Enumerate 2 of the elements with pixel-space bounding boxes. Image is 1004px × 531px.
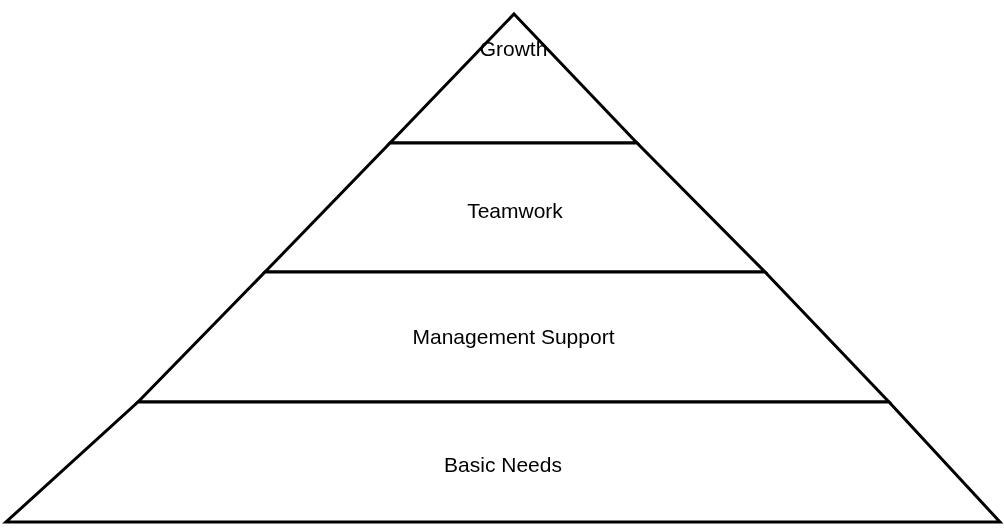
tier-label: Management Support [412, 325, 615, 349]
tier-label: Teamwork [467, 199, 563, 223]
